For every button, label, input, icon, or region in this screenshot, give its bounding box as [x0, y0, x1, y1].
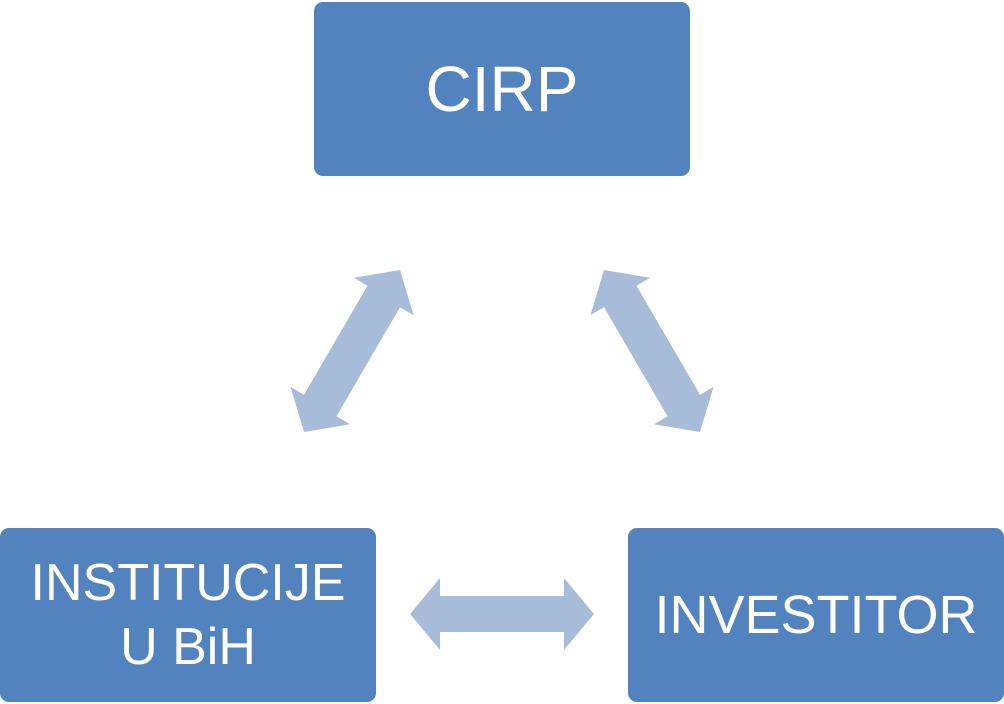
double-arrow-cirp-institucije: [290, 270, 414, 432]
node-institucije-line2: U BiH: [120, 618, 256, 676]
double-arrow-institucije-investitor: [410, 578, 594, 650]
node-institucije-line1: INSTITUCIJE: [30, 554, 346, 612]
node-institucije: INSTITUCIJE U BiH: [0, 528, 376, 702]
node-cirp-label: CIRP: [425, 53, 579, 125]
node-investitor-label: INVESTITOR: [654, 585, 978, 645]
double-arrow-cirp-investitor: [590, 270, 714, 432]
node-cirp: CIRP: [314, 2, 690, 176]
node-investitor: INVESTITOR: [628, 528, 1004, 702]
